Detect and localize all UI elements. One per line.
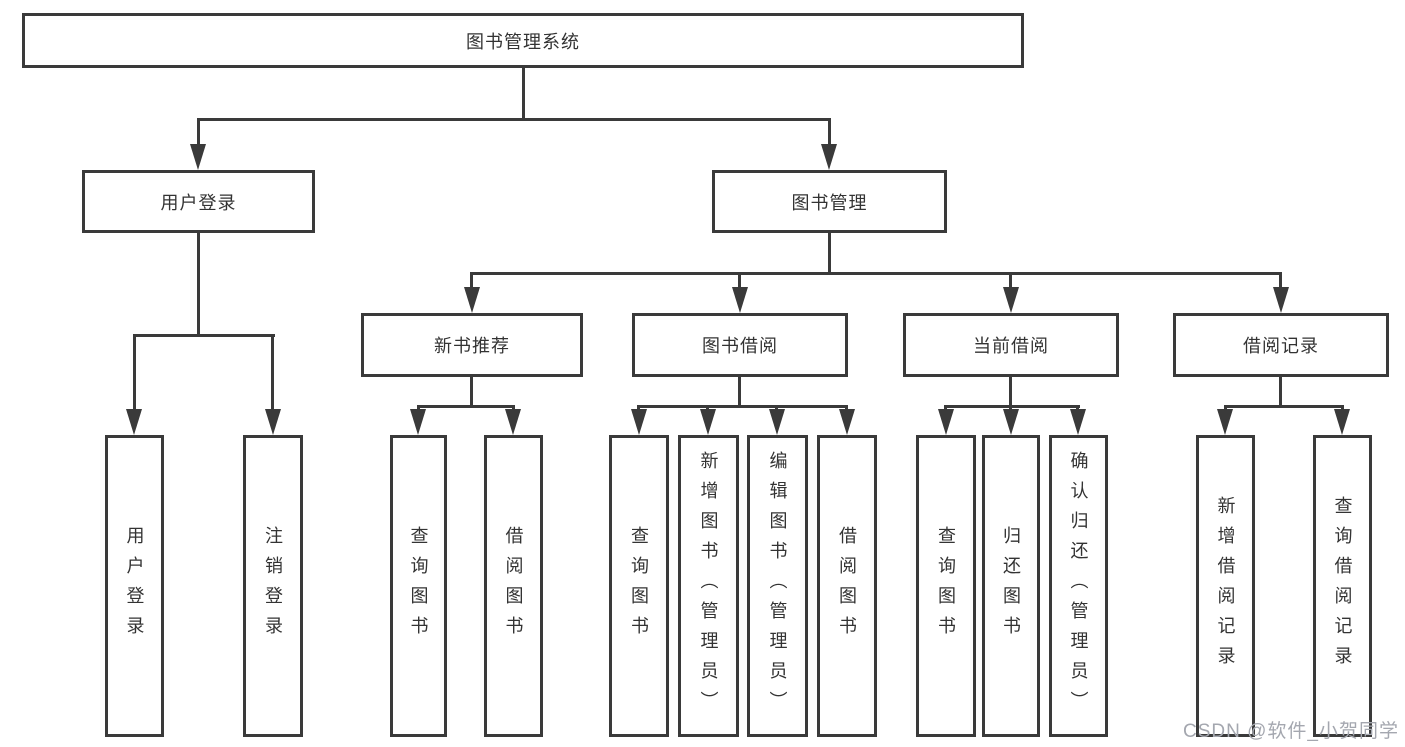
leaf-bb-edit-books: 编辑图书（管理员） [747, 435, 808, 737]
node-book-mgmt-label: 图书管理 [791, 192, 868, 213]
arrowhead-cb-return [1003, 409, 1019, 435]
node-book-borrow: 图书借阅 [632, 313, 848, 377]
leaf-bb-borrow-books: 借阅图书 [817, 435, 877, 737]
connector-user-login-stem [197, 233, 200, 337]
leaf-bb-query-books-label: 查询图书 [629, 526, 649, 646]
node-root: 图书管理系统 [22, 13, 1024, 68]
node-root-label: 图书管理系统 [466, 31, 580, 52]
connector-level2-bar [197, 118, 831, 121]
connector-book-mgmt-stem [828, 233, 831, 274]
leaf-cb-return-books: 归还图书 [982, 435, 1040, 737]
connector-user-login-bar [133, 334, 275, 337]
connector-drop-current-borrow [1009, 272, 1012, 290]
node-new-book-rec: 新书推荐 [361, 313, 583, 377]
connector-current-borrow-stem [1009, 377, 1012, 408]
leaf-rec-borrow-books: 借阅图书 [484, 435, 543, 737]
leaf-rec-query-books: 查询图书 [390, 435, 447, 737]
arrowhead-bb-add [700, 409, 716, 435]
connector-current-borrow-bar [944, 405, 1080, 408]
node-book-borrow-label: 图书借阅 [702, 336, 778, 356]
arrowhead-br-query [1334, 409, 1350, 435]
arrowhead-book-mgmt [821, 144, 837, 170]
leaf-logout: 注销登录 [243, 435, 303, 737]
leaf-bb-edit-books-label: 编辑图书（管理员） [767, 451, 788, 721]
arrowhead-br-add [1217, 409, 1233, 435]
connector-drop-new-book-rec [470, 272, 473, 290]
leaf-br-add-record-label: 新增借阅记录 [1215, 496, 1236, 676]
connector-root-stem [522, 68, 525, 120]
connector-drop-user-login [197, 118, 200, 148]
connector-book-borrow-bar [637, 405, 848, 408]
leaf-logout-label: 注销登录 [263, 526, 283, 646]
arrowhead-user-login [190, 144, 206, 170]
leaf-bb-borrow-books-label: 借阅图书 [837, 526, 857, 646]
arrowhead-new-book-rec [464, 287, 480, 313]
leaf-br-query-record: 查询借阅记录 [1313, 435, 1372, 737]
connector-drop-leaf-user-login [133, 334, 136, 413]
leaf-cb-confirm-return-label: 确认归还（管理员） [1068, 451, 1089, 721]
leaf-rec-borrow-books-label: 借阅图书 [503, 526, 524, 646]
leaf-bb-add-books: 新增图书（管理员） [678, 435, 739, 737]
connector-drop-borrow-records [1279, 272, 1282, 290]
connector-drop-book-mgmt [828, 118, 831, 148]
leaf-cb-query-books: 查询图书 [916, 435, 976, 737]
arrowhead-cb-confirm [1070, 409, 1086, 435]
arrowhead-rec-borrow [505, 409, 521, 435]
node-new-book-rec-label: 新书推荐 [434, 336, 510, 356]
leaf-cb-return-books-label: 归还图书 [1001, 526, 1021, 646]
node-borrow-records: 借阅记录 [1173, 313, 1389, 377]
leaf-cb-query-books-label: 查询图书 [936, 526, 956, 646]
leaf-cb-confirm-return: 确认归还（管理员） [1049, 435, 1108, 737]
connector-book-borrow-stem [738, 377, 741, 408]
arrowhead-bb-query [631, 409, 647, 435]
arrowhead-cb-query [938, 409, 954, 435]
leaf-user-login-label: 用户登录 [124, 526, 145, 646]
connector-drop-leaf-logout [271, 334, 274, 413]
leaf-br-add-record: 新增借阅记录 [1196, 435, 1255, 737]
connector-new-book-rec-stem [470, 377, 473, 408]
arrowhead-bb-edit [769, 409, 785, 435]
node-current-borrow: 当前借阅 [903, 313, 1119, 377]
leaf-user-login: 用户登录 [105, 435, 164, 737]
csdn-watermark: CSDN @软件_小贺同学 [1183, 721, 1399, 742]
connector-level3-bar [470, 272, 1282, 275]
leaf-rec-query-books-label: 查询图书 [408, 526, 429, 646]
connector-borrow-records-bar [1224, 405, 1343, 408]
connector-borrow-records-stem [1279, 377, 1282, 408]
node-current-borrow-label: 当前借阅 [973, 336, 1049, 356]
arrowhead-borrow-records [1273, 287, 1289, 313]
node-book-mgmt: 图书管理 [712, 170, 947, 233]
arrowhead-rec-query [410, 409, 426, 435]
arrowhead-book-borrow [732, 287, 748, 313]
arrowhead-bb-borrow [839, 409, 855, 435]
node-user-login: 用户登录 [82, 170, 315, 233]
connector-drop-book-borrow [738, 272, 741, 290]
arrowhead-leaf-user-login [126, 409, 142, 435]
arrowhead-current-borrow [1003, 287, 1019, 313]
leaf-br-query-record-label: 查询借阅记录 [1332, 496, 1353, 676]
leaf-bb-query-books: 查询图书 [609, 435, 669, 737]
leaf-bb-add-books-label: 新增图书（管理员） [698, 451, 719, 721]
node-borrow-records-label: 借阅记录 [1243, 336, 1319, 356]
connector-new-book-rec-bar [417, 405, 515, 408]
node-user-login-label: 用户登录 [160, 192, 237, 213]
arrowhead-leaf-logout [265, 409, 281, 435]
